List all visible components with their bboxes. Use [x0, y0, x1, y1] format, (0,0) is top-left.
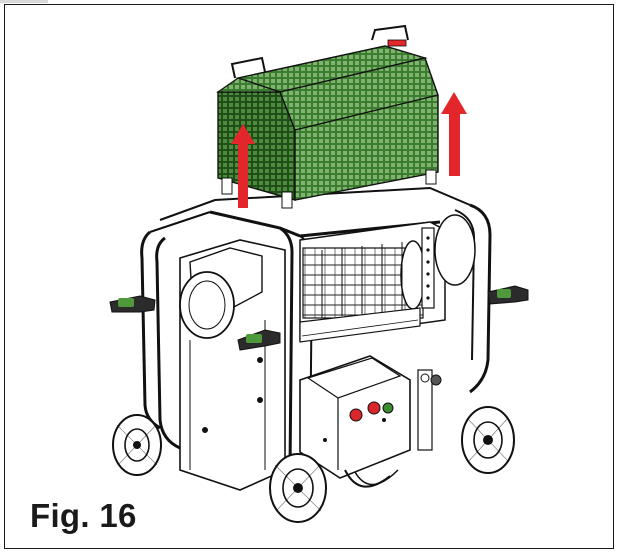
engine-block [179, 239, 286, 491]
lift-arrow-icon [231, 124, 255, 208]
wheel-front-center [269, 453, 327, 523]
emergency-button-icon [367, 401, 381, 415]
handle-right [487, 285, 529, 305]
handle-center [237, 329, 281, 351]
wheel-front-left [112, 414, 162, 476]
page-tab-mark [0, 0, 48, 3]
start-button-icon [382, 402, 394, 414]
stop-button-icon [349, 408, 363, 422]
control-box [299, 355, 442, 488]
figure-caption: Fig. 16 [30, 497, 137, 534]
grille-cover [216, 24, 439, 209]
fan-housing [299, 214, 476, 343]
lift-arrow-icon [441, 92, 467, 176]
wheel-rear-right [461, 406, 515, 474]
handle-left [109, 295, 156, 313]
